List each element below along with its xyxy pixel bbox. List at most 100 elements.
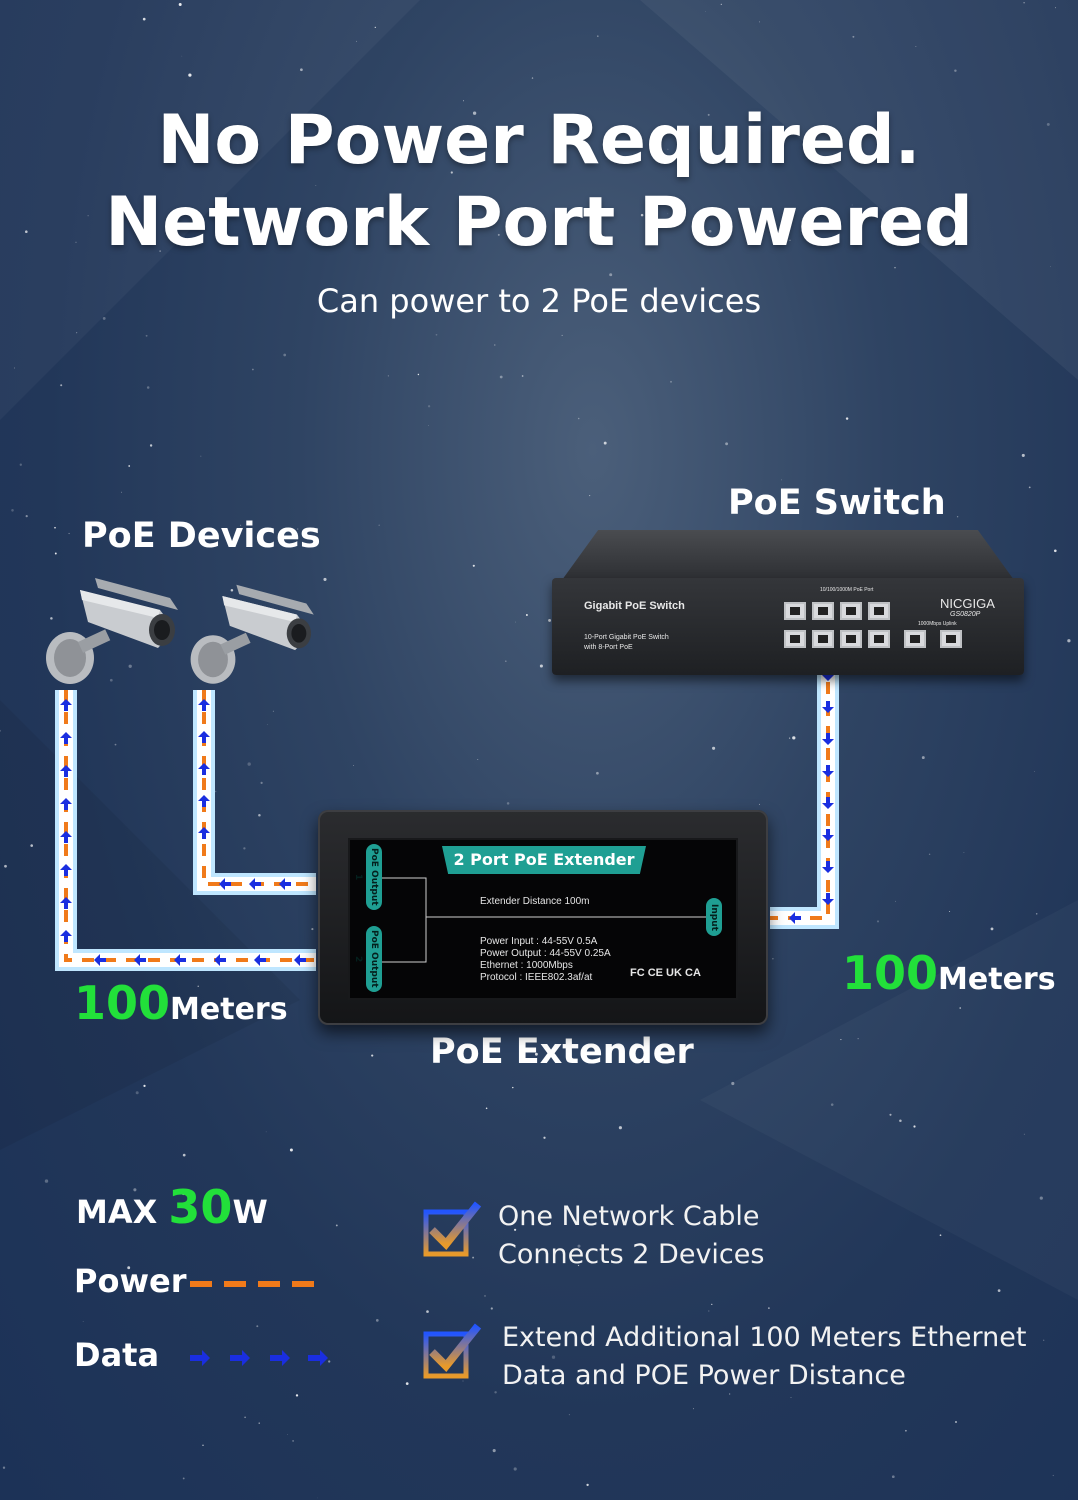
data-arrow: [822, 765, 834, 777]
star: [102, 316, 106, 320]
certification-marks: FC CE UK CA: [630, 967, 701, 979]
data-arrow: [822, 733, 834, 745]
headline: No Power Required. Network Port Powered: [0, 100, 1078, 264]
star: [14, 367, 15, 369]
feature-one-cable: One Network Cable Connects 2 Devices: [498, 1198, 764, 1274]
data-arrow: [822, 701, 834, 713]
star: [182, 1477, 185, 1480]
star: [289, 1148, 293, 1152]
power-output-spec: Power Output : 44-55V 0.25A: [480, 948, 611, 959]
data-arrow: [198, 827, 210, 839]
data-arrow: [279, 878, 291, 890]
star: [905, 1429, 907, 1432]
star: [240, 524, 242, 526]
star: [200, 455, 202, 457]
star: [1028, 486, 1031, 489]
cable-right: [770, 660, 839, 929]
star: [1023, 1133, 1025, 1135]
star: [145, 334, 148, 337]
star: [705, 11, 706, 12]
star: [711, 1303, 713, 1306]
star: [954, 69, 957, 72]
data-arrow: [822, 669, 834, 681]
star: [577, 1244, 581, 1248]
data-arrow: [789, 912, 801, 924]
star: [44, 1179, 49, 1183]
star: [128, 465, 131, 467]
star: [876, 920, 880, 923]
star: [352, 765, 354, 766]
star: [693, 1408, 695, 1410]
feature-extend-distance: Extend Additional 100 Meters Ethernet Da…: [502, 1319, 1026, 1395]
ethernet-spec: Ethernet : 1000Mbps: [480, 960, 573, 971]
data-arrow: [214, 954, 226, 966]
extender-label-panel: 2 Port PoE Extender PoE Output 1 PoE Out…: [348, 838, 738, 1000]
star: [895, 900, 896, 902]
star: [2, 1466, 6, 1469]
star: [178, 3, 182, 6]
star: [671, 128, 674, 131]
lan-port: [784, 630, 806, 648]
extender-distance: Extender Distance 100m: [480, 896, 590, 907]
star: [463, 100, 464, 102]
star: [990, 927, 994, 931]
star: [543, 1136, 546, 1139]
headline-line2: Network Port Powered: [105, 183, 973, 262]
star: [68, 532, 70, 535]
star: [1043, 1339, 1045, 1341]
star: [146, 386, 150, 389]
star: [955, 1421, 957, 1423]
star: [426, 1310, 429, 1313]
star: [586, 1483, 589, 1487]
star: [292, 1439, 295, 1442]
star: [609, 273, 613, 277]
subtitle: Can power to 2 PoE devices: [316, 282, 762, 320]
distance-left: 100Meters: [74, 976, 288, 1030]
star: [121, 491, 122, 493]
legend-power-label: Power: [74, 1262, 187, 1300]
star: [181, 55, 183, 57]
star: [899, 1119, 902, 1123]
star: [640, 213, 644, 217]
data-arrow: [60, 798, 72, 810]
star: [127, 1266, 131, 1270]
star: [87, 215, 89, 217]
feature-one-line1: One Network Cable: [498, 1201, 760, 1232]
star: [792, 736, 796, 740]
star: [435, 333, 438, 336]
star: [378, 524, 380, 526]
feature-two-line2: Data and POE Power Distance: [502, 1360, 906, 1391]
star: [1035, 913, 1038, 915]
star: [891, 1475, 895, 1479]
star: [788, 737, 791, 739]
star: [758, 803, 760, 805]
data-arrow: [60, 897, 72, 909]
star: [30, 844, 33, 847]
star: [0, 729, 2, 732]
star: [356, 40, 357, 42]
star: [317, 1497, 318, 1499]
star: [128, 664, 132, 668]
star: [949, 911, 951, 912]
star: [506, 802, 510, 805]
switch-brand: NICGIGA: [940, 596, 995, 611]
star: [915, 46, 917, 48]
star: [114, 743, 117, 746]
data-arrow: [60, 831, 72, 843]
star: [243, 847, 246, 850]
star: [142, 17, 146, 21]
camera-icon: [190, 584, 314, 684]
star: [913, 1125, 916, 1128]
star: [252, 368, 254, 371]
star: [708, 1310, 710, 1312]
star: [1067, 639, 1071, 643]
switch-front-panel: Gigabit PoE Switch 10-Port Gigabit PoE S…: [552, 578, 1024, 675]
star: [939, 1234, 942, 1237]
star: [485, 1107, 488, 1110]
star: [182, 1153, 186, 1157]
star: [477, 759, 479, 761]
lan-port: [840, 630, 862, 648]
distance-right: 100Meters: [842, 946, 1056, 1000]
star: [707, 113, 710, 116]
data-arrow: [822, 893, 834, 905]
